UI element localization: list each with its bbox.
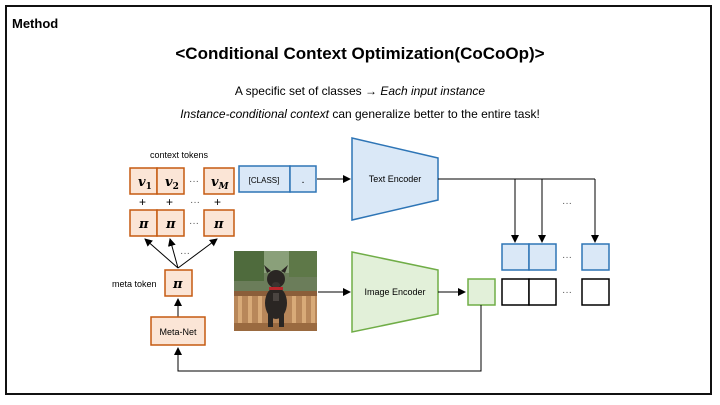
text-feature-n	[581, 243, 610, 271]
svg-text:v2: v2	[165, 175, 179, 192]
period-token-box: .	[289, 165, 317, 193]
text-feature-2	[528, 243, 557, 271]
subtitle-line-1-emphasis: Each input instance	[380, 84, 486, 98]
text-encoder-label: Text Encoder	[369, 174, 422, 184]
pi-token-1: π	[129, 209, 158, 237]
text-encoder: Text Encoder	[351, 137, 439, 221]
context-token-v1: v1	[129, 167, 158, 195]
image-feature-box	[467, 278, 496, 306]
subtitle-line-2-emphasis: Instance-conditional context	[180, 107, 329, 121]
plus-sign-3: +	[214, 195, 221, 209]
image-encoder: Image Encoder	[351, 251, 439, 333]
pi-token-2: π	[156, 209, 185, 237]
subtitle-line-2: Instance-conditional context can general…	[0, 107, 720, 121]
subtitle-line-2-suffix: can generalize better to the entire task…	[328, 107, 540, 121]
plus-sign-2: +	[166, 195, 173, 209]
input-dog-image	[234, 251, 317, 331]
pi-symbol-1: π	[138, 217, 149, 232]
v2-base: v	[165, 175, 173, 190]
meta-net-box: Meta-Net	[150, 316, 206, 346]
text-feature-ellipsis: ···	[562, 252, 572, 263]
score-ellipsis: ···	[562, 287, 572, 298]
v2-sub: 2	[173, 182, 179, 192]
class-token-box: [CLASS]	[238, 165, 291, 193]
v1-base: v	[138, 175, 146, 190]
arrow-ellipsis: ···	[180, 248, 190, 259]
plus-ellipsis: ···	[190, 197, 200, 208]
plus-sign-1: +	[139, 195, 146, 209]
class-token-label: [CLASS]	[249, 176, 280, 185]
subtitle-line-1-prefix: A specific set of classes →	[234, 84, 381, 98]
slide-title: <Conditional Context Optimization(CoCoOp…	[175, 44, 545, 63]
context-token-vm: vM	[203, 167, 235, 195]
text-feature-boxes	[501, 243, 610, 271]
pi-token-m: π	[203, 209, 235, 237]
v1-sub: 1	[146, 182, 152, 192]
pi-ellipsis: ···	[189, 218, 199, 229]
image-encoder-label: Image Encoder	[364, 287, 425, 297]
meta-token-to-pi-arrows	[144, 238, 218, 269]
svg-text:vM: vM	[211, 175, 230, 192]
context-token-v2: v2	[156, 167, 185, 195]
svg-text:v1: v1	[138, 175, 152, 192]
text-features-connectors	[438, 178, 599, 243]
meta-token-label: meta token	[112, 279, 157, 289]
score-box-2	[528, 278, 557, 306]
slide-frame	[5, 5, 712, 395]
score-box-n	[581, 278, 610, 306]
context-tokens-label: context tokens	[150, 150, 209, 160]
score-box-1	[501, 278, 530, 306]
meta-net-label: Meta-Net	[159, 327, 197, 337]
feature-to-metanet-path	[174, 305, 482, 372]
meta-token: π	[164, 269, 193, 297]
text-feature-1	[501, 243, 530, 271]
vm-base: v	[211, 175, 219, 190]
section-label: Method	[12, 16, 59, 31]
pi-symbol-m: π	[213, 217, 224, 232]
period-token-label: .	[301, 174, 304, 186]
meta-token-pi: π	[172, 277, 183, 292]
token-ellipsis: ···	[189, 176, 199, 187]
subtitle-line-1: A specific set of classes → Each input i…	[0, 84, 720, 98]
score-boxes	[501, 278, 610, 306]
vm-sub: M	[218, 182, 230, 192]
pi-symbol-2: π	[165, 217, 176, 232]
connector-ellipsis: ···	[562, 198, 572, 209]
